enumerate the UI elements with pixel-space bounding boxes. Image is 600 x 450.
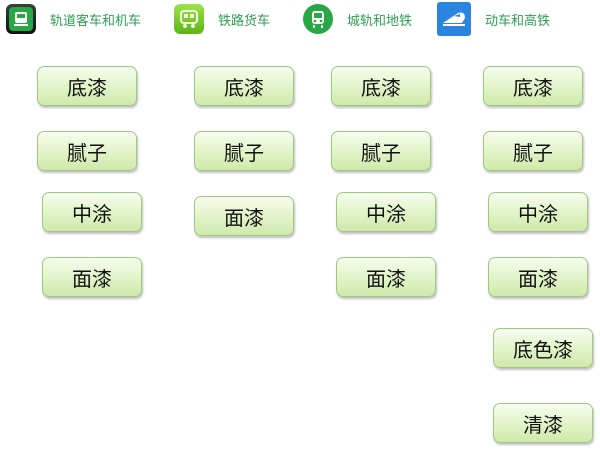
- step-button[interactable]: 清漆: [493, 403, 593, 443]
- metro-train-icon: [303, 4, 333, 34]
- step-button[interactable]: 腻子: [194, 131, 294, 171]
- step-button[interactable]: 面漆: [42, 257, 142, 297]
- category-passenger-locomotive[interactable]: 轨道客车和机车: [6, 3, 141, 35]
- step-button[interactable]: 中涂: [336, 192, 436, 232]
- step-button[interactable]: 面漆: [194, 196, 294, 236]
- step-button[interactable]: 底色漆: [493, 328, 593, 368]
- step-button[interactable]: 中涂: [488, 192, 588, 232]
- step-button[interactable]: 面漆: [488, 257, 588, 297]
- category-label: 铁路货车: [218, 13, 271, 29]
- category-label: 轨道客车和机车: [50, 13, 142, 29]
- category-label: 动车和高铁: [485, 13, 551, 29]
- step-button[interactable]: 底漆: [194, 66, 294, 106]
- step-button[interactable]: 腻子: [331, 131, 431, 171]
- category-urban-metro[interactable]: 城轨和地铁: [303, 3, 412, 35]
- category-label: 城轨和地铁: [347, 13, 413, 29]
- step-button[interactable]: 腻子: [37, 131, 137, 171]
- step-button[interactable]: 中涂: [42, 192, 142, 232]
- high-speed-train-icon: [437, 2, 471, 36]
- step-button[interactable]: 腻子: [483, 131, 583, 171]
- step-button[interactable]: 底漆: [331, 66, 431, 106]
- step-button[interactable]: 面漆: [336, 257, 436, 297]
- category-freight-car[interactable]: 铁路货车: [174, 3, 270, 35]
- green-app-icon: [6, 4, 36, 34]
- step-button[interactable]: 底漆: [37, 66, 137, 106]
- step-button[interactable]: 底漆: [483, 66, 583, 106]
- category-emu-high-speed[interactable]: 动车和高铁: [437, 2, 551, 36]
- freight-car-icon: [174, 4, 204, 34]
